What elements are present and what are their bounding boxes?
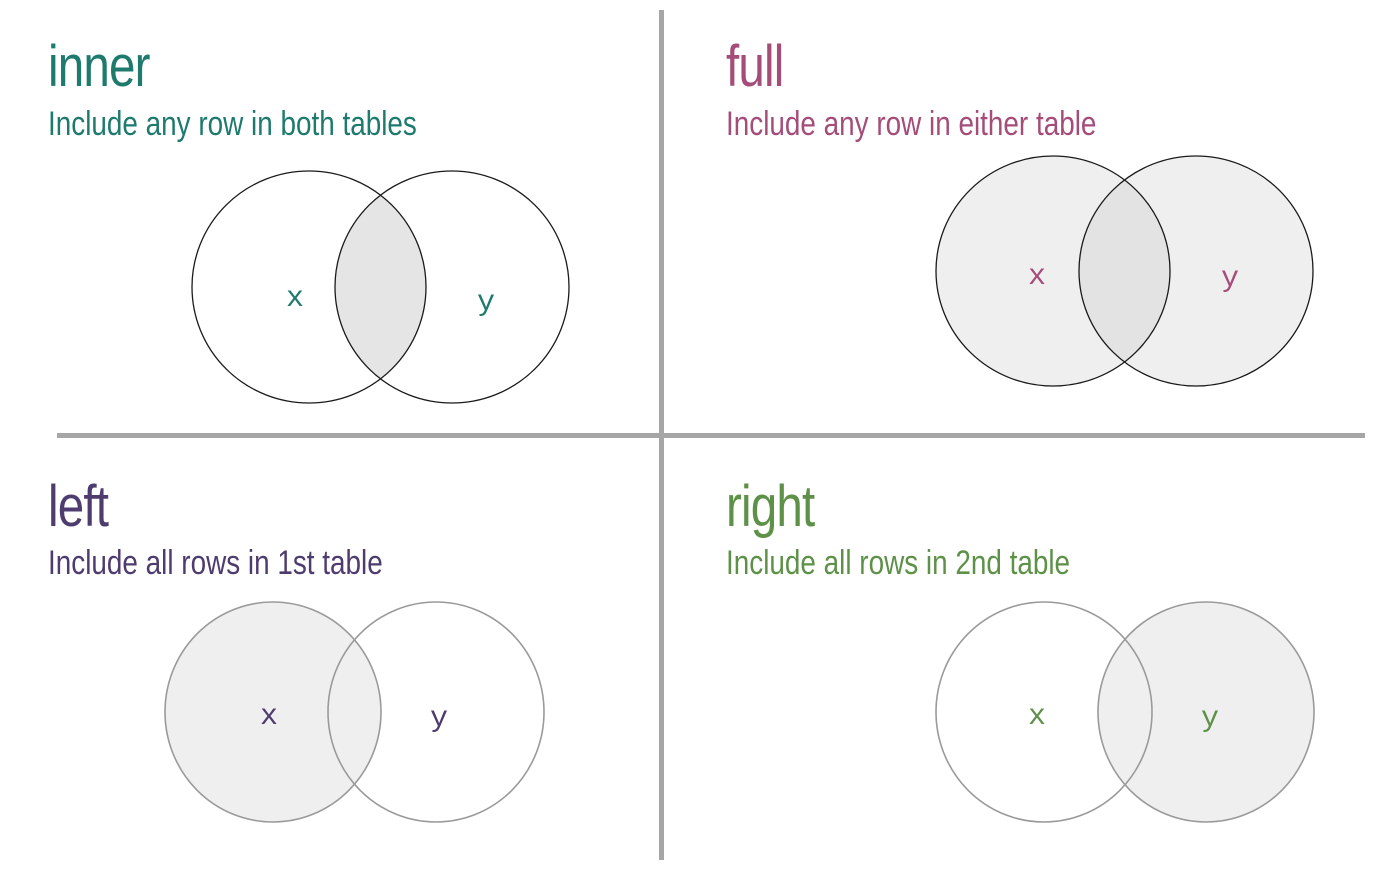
- venn-circle-x-inner: [191, 170, 427, 404]
- venn-label-x-right: x: [1028, 700, 1046, 734]
- venn-diagram-full: x y: [935, 155, 1314, 387]
- venn-circle-x-left: [164, 601, 382, 823]
- venn-label-y-inner: y: [477, 286, 495, 320]
- venn-circle-y-inner: [334, 170, 570, 404]
- venn-diagram-inner: x y: [191, 170, 570, 404]
- panel-subtitle-right: Include all rows in 2nd table: [726, 544, 1071, 582]
- venn-label-x-inner: x: [286, 282, 304, 316]
- venn-circle-x-fill-left: [165, 602, 381, 822]
- venn-label-x-full: x: [1028, 260, 1046, 294]
- panel-title-right: right: [726, 474, 815, 539]
- venn-diagram-left: x y: [164, 601, 545, 823]
- venn-intersection-full: [1079, 156, 1170, 386]
- venn-circle-y-right: [1097, 601, 1315, 823]
- venn-circle-x-right: [935, 601, 1153, 823]
- panel-subtitle-full: Include any row in either table: [726, 105, 1097, 143]
- panel-subtitle-inner: Include any row in both tables: [48, 105, 417, 143]
- venn-diagram-right: x y: [935, 601, 1315, 823]
- panel-title-inner: inner: [48, 34, 150, 99]
- venn-circle-y-left: [327, 601, 545, 823]
- venn-label-y-full: y: [1221, 262, 1239, 296]
- venn-label-y-right: y: [1201, 702, 1219, 736]
- venn-circle-y-fill-right: [1098, 602, 1314, 822]
- panel-title-full: full: [726, 34, 784, 99]
- panel-title-left: left: [48, 474, 109, 539]
- venn-intersection-inner: [335, 171, 426, 403]
- panel-subtitle-left: Include all rows in 1st table: [48, 544, 383, 582]
- venn-label-x-left: x: [260, 700, 278, 734]
- venn-circle-x-full: [935, 155, 1171, 387]
- horizontal-divider: [57, 433, 1365, 438]
- venn-label-y-left: y: [430, 702, 448, 736]
- venn-circle-y-full: [1078, 155, 1314, 387]
